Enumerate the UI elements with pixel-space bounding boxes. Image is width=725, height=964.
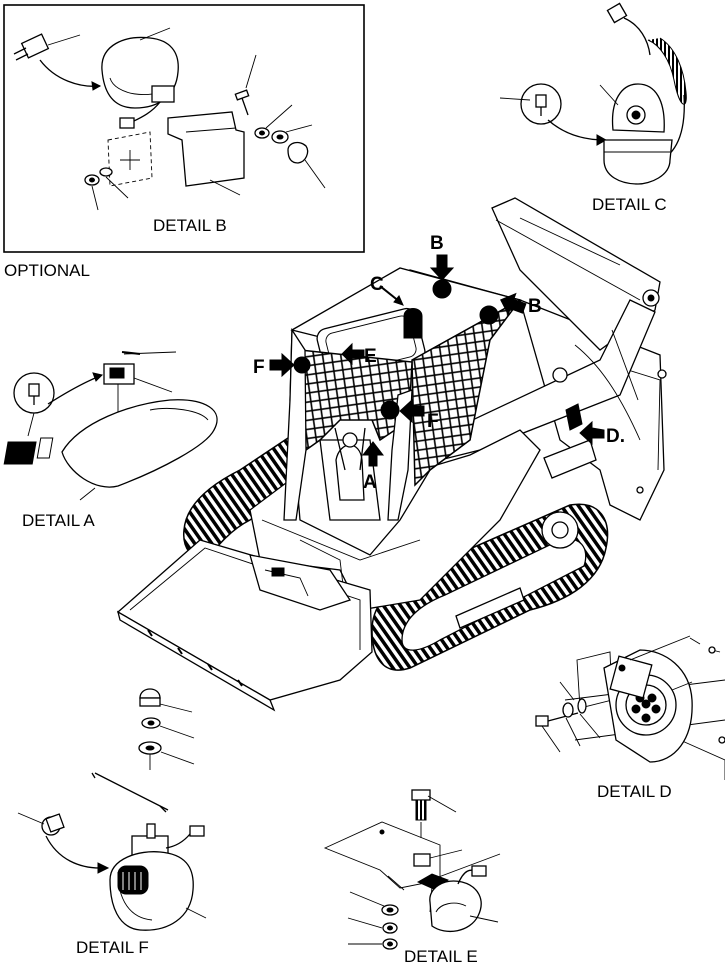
callout-d-marker xyxy=(565,403,583,431)
callout-b-right-label: B xyxy=(528,296,542,317)
callout-e-label: E xyxy=(364,346,377,367)
detail-a-switch: DETAIL A xyxy=(3,351,218,530)
detail-b-panel: DETAIL B xyxy=(3,4,365,253)
detail-d-tail-light: DETAIL D xyxy=(535,635,725,801)
callout-f-left-label: F xyxy=(253,357,265,378)
callout-f-right-label: F xyxy=(427,411,439,432)
detail-b-frame xyxy=(3,4,365,253)
callout-f-left-marker xyxy=(293,356,311,374)
detail-e-horn: DETAIL E xyxy=(323,789,501,964)
callout-f-right-marker xyxy=(380,400,400,420)
callout-c-label: C xyxy=(370,274,384,295)
detail-b-hardware xyxy=(84,104,326,211)
callout-d-label: D. xyxy=(606,426,625,447)
detail-b-bolt xyxy=(234,54,257,116)
callout-b-right-marker xyxy=(479,305,499,325)
detail-b-work-lamp xyxy=(101,27,179,129)
detail-c-beacon: DETAIL C xyxy=(499,2,687,214)
callout-a-label: A xyxy=(363,472,377,493)
callout-b-top-label: B xyxy=(430,233,444,254)
detail-b-bracket xyxy=(107,111,245,196)
callout-markers: C B B E F F A D. xyxy=(253,233,625,493)
callout-b-top-marker xyxy=(432,279,452,299)
detail-e-label: DETAIL E xyxy=(404,947,478,964)
detail-a-label: DETAIL A xyxy=(22,511,95,530)
detail-b-connector xyxy=(13,33,102,91)
optional-label: OPTIONAL xyxy=(4,261,90,280)
detail-d-label: DETAIL D xyxy=(597,782,672,801)
detail-f-work-lamp: DETAIL F xyxy=(17,688,207,957)
callout-c-marker xyxy=(403,308,423,339)
detail-c-label: DETAIL C xyxy=(592,195,667,214)
detail-b-label: DETAIL B xyxy=(153,216,227,235)
detail-f-label: DETAIL F xyxy=(76,938,149,957)
track-loader xyxy=(116,197,667,712)
